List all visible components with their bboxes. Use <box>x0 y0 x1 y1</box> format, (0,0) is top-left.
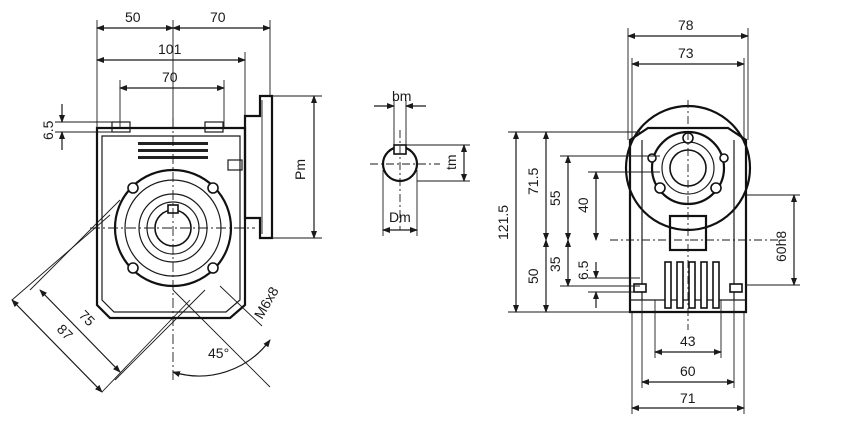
dim-shaft-bm: bm <box>392 88 411 104</box>
dim-shaft-dm: Dm <box>389 209 411 225</box>
dim-right-73: 73 <box>678 45 694 61</box>
dim-shaft-tm: tm <box>443 154 459 170</box>
dim-right-50: 50 <box>525 268 541 284</box>
dim-left-45deg: 45° <box>208 345 229 361</box>
dim-right-43: 43 <box>680 333 696 349</box>
dim-left-6-5: 6.5 <box>40 120 56 140</box>
flange-bolts <box>127 182 219 274</box>
motor-flange <box>243 94 274 240</box>
dim-right-71: 71 <box>680 390 696 406</box>
dim-left-pm: Pm <box>292 159 308 180</box>
right-view: 78 73 121.5 71.5 55 40 50 35 6.5 60h <box>495 17 800 414</box>
dim-left-101: 101 <box>158 41 182 57</box>
dim-right-40: 40 <box>575 197 591 213</box>
dim-right-71-5: 71.5 <box>525 168 541 195</box>
dim-right-35: 35 <box>547 256 563 272</box>
dim-left-70b: 70 <box>162 69 178 85</box>
dim-left-m6x8: M6x8 <box>251 284 282 322</box>
right-bolts <box>647 132 729 194</box>
dim-right-55: 55 <box>547 190 563 206</box>
dim-right-6-5: 6.5 <box>575 260 591 280</box>
left-view: 50 70 101 70 6.5 Pm 75 87 45° <box>11 9 322 393</box>
dim-left-70a: 70 <box>210 9 226 25</box>
shaft-keyway-view: bm tm Dm <box>370 88 470 236</box>
dim-right-78: 78 <box>678 17 694 33</box>
right-ribs <box>664 261 720 309</box>
dim-right-60h8: 60h8 <box>773 231 789 262</box>
dim-right-121-5: 121.5 <box>495 205 511 240</box>
dim-left-50: 50 <box>125 9 141 25</box>
dim-right-60: 60 <box>680 363 696 379</box>
dim-left-75: 75 <box>76 307 98 329</box>
